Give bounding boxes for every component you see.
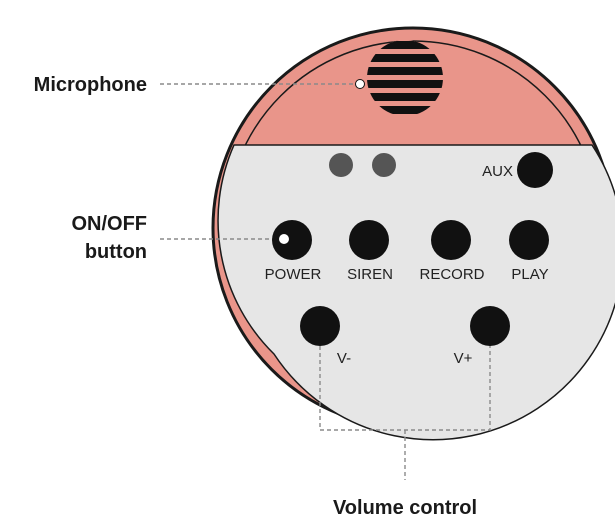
record-label: RECORD bbox=[419, 266, 484, 283]
aux-jack[interactable] bbox=[517, 152, 553, 188]
record-button[interactable] bbox=[431, 220, 471, 260]
aux-label: AUX bbox=[482, 163, 513, 180]
siren-button[interactable] bbox=[349, 220, 389, 260]
microphone-callout: Microphone bbox=[34, 74, 147, 96]
control-panel bbox=[217, 144, 615, 441]
play-button[interactable] bbox=[509, 220, 549, 260]
volume-callout: Volume control bbox=[333, 497, 477, 519]
microphone-grille-icon bbox=[355, 40, 443, 116]
play-label: PLAY bbox=[511, 266, 548, 283]
volume-down-button[interactable] bbox=[300, 306, 340, 346]
on-off-callout-line2: button bbox=[85, 241, 147, 263]
volume-up-button[interactable] bbox=[470, 306, 510, 346]
power-button[interactable] bbox=[272, 220, 312, 260]
on-off-callout-line1: ON/OFF bbox=[71, 213, 147, 235]
volume-up-label: V+ bbox=[454, 350, 473, 367]
power-label: POWER bbox=[265, 266, 322, 283]
led-indicator-icon bbox=[329, 153, 396, 177]
volume-down-label: V- bbox=[337, 350, 351, 367]
volume-leader-line bbox=[319, 332, 491, 480]
siren-label: SIREN bbox=[347, 266, 393, 283]
